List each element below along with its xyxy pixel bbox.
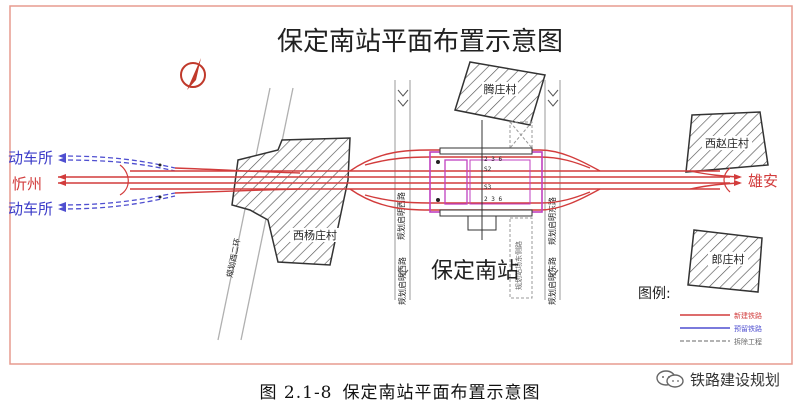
road-qiming-west bbox=[394, 80, 411, 300]
legend-label-reserved-rail: 预留铁路 bbox=[734, 324, 762, 333]
road-label-qiming-e: 规划启明东路 bbox=[547, 197, 557, 245]
village-label-tengzhuang: 腾庄村 bbox=[484, 82, 517, 96]
road-label-qiming-w: 规划启明西路 bbox=[396, 192, 406, 240]
signal-dots bbox=[158, 160, 440, 202]
village-label-xizhaozhuang: 西赵庄村 bbox=[705, 136, 749, 150]
village-xiyangzhuang: 西杨庄村 bbox=[231, 137, 351, 266]
left-throat-curves bbox=[119, 164, 731, 196]
village-tengzhuang: 腾庄村 bbox=[454, 61, 546, 126]
diagram-title: 保定南站平面布置示意图 bbox=[277, 27, 563, 57]
figure-caption: 图 2.1-8 保定南站平面布置示意图 bbox=[0, 378, 800, 403]
caption-number: 图 2.1-8 bbox=[259, 383, 333, 403]
village-xizhaozhuang: 西赵庄村 bbox=[685, 111, 769, 173]
watermark-text: 铁路建设规划 bbox=[689, 370, 780, 389]
village-label-langzhuang: 郎庄村 bbox=[712, 252, 745, 266]
svg-text:S2: S2 bbox=[484, 166, 492, 173]
road-arrows bbox=[397, 89, 559, 277]
legend-label-demolition: 拆除工程 bbox=[734, 337, 762, 346]
north-arrow-icon bbox=[180, 58, 206, 90]
reserved-rail-arrows bbox=[58, 153, 66, 212]
label-xinzhou: 忻州 bbox=[12, 175, 42, 193]
wechat-watermark: 铁路建设规划 bbox=[656, 366, 780, 392]
wechat-icon bbox=[656, 370, 684, 388]
new-rail-lines bbox=[58, 149, 741, 211]
legend-title: 图例: bbox=[638, 286, 671, 302]
svg-text:2 3 6: 2 3 6 bbox=[484, 156, 502, 163]
station-building bbox=[429, 120, 543, 240]
caption-text: 保定南站平面布置示意图 bbox=[342, 383, 541, 403]
legend-label-new-rail: 新建铁路 bbox=[734, 311, 762, 320]
road-label-underpass: 规划站场东侧路 bbox=[514, 241, 523, 290]
svg-text:2 3 6: 2 3 6 bbox=[484, 196, 502, 203]
label-depot-top: 动车所 bbox=[8, 149, 53, 167]
diagram-frame bbox=[9, 5, 793, 365]
road-qiming-east bbox=[544, 80, 561, 300]
demolition-area-bottom bbox=[509, 217, 533, 299]
road-label-qiming-w-2: 规划启明西路 bbox=[397, 257, 407, 305]
label-depot-bottom: 动车所 bbox=[8, 200, 53, 218]
legend: 图例: 新建铁路 预留铁路 拆除工程 bbox=[638, 286, 762, 346]
reserved-rail-lines bbox=[59, 155, 176, 210]
rail-direction-arrows bbox=[58, 174, 742, 186]
village-label-xiyangzhuang: 西杨庄村 bbox=[293, 228, 337, 242]
village-langzhuang: 郎庄村 bbox=[687, 229, 763, 293]
platform-markings: 2 3 6 S2 S3 2 3 6 bbox=[484, 156, 502, 203]
svg-text:S3: S3 bbox=[484, 184, 492, 191]
station-label: 保定南站 bbox=[431, 259, 519, 284]
demolition-area-top bbox=[509, 121, 533, 149]
road-label-qiming-e-2: 规划启明东路 bbox=[547, 257, 557, 305]
label-xiongan: 雄安 bbox=[748, 172, 778, 190]
